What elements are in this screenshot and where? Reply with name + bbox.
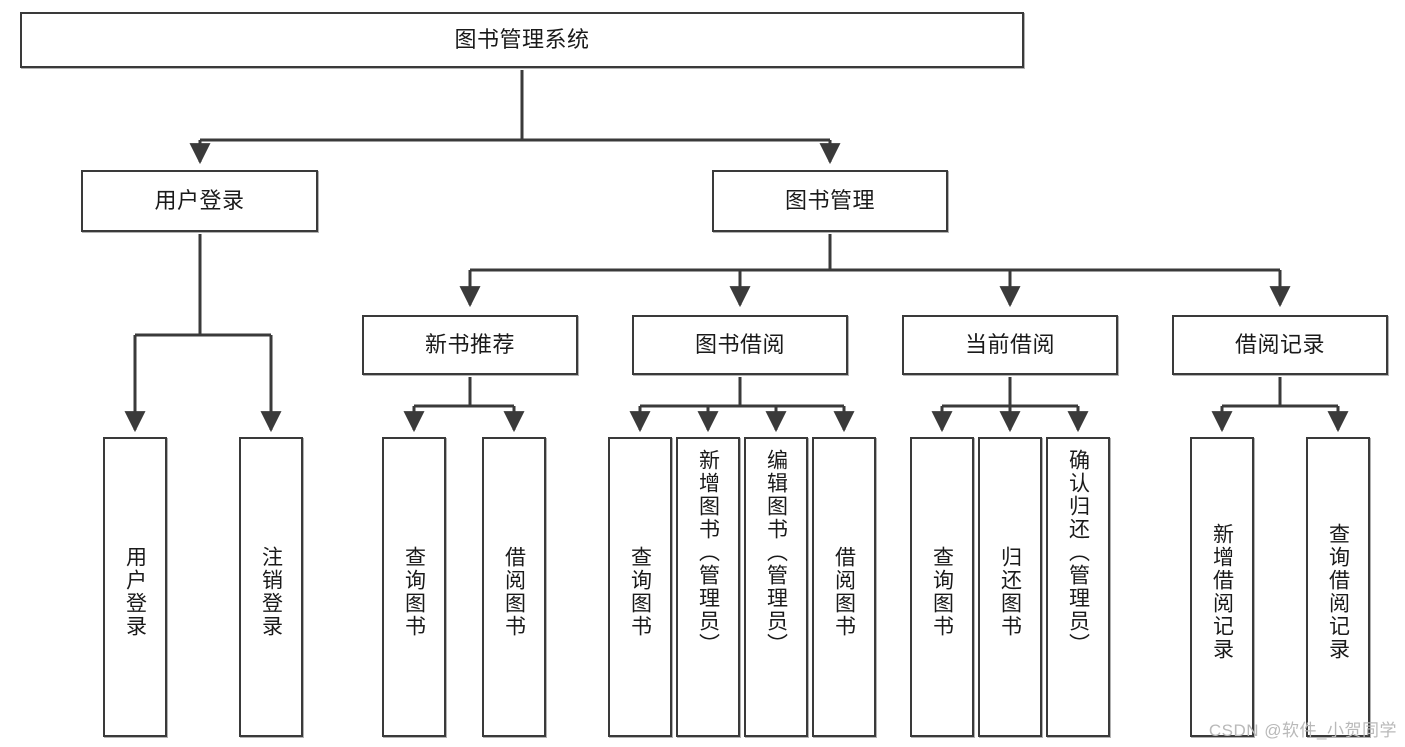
leaf-current-borrow-confirm-return-admin[interactable]: 确认归还（管理员） xyxy=(1046,437,1110,737)
node-label: 图书管理 xyxy=(784,187,875,213)
node-label: 编辑图书（管理员） xyxy=(764,449,788,656)
leaf-user-login-login[interactable]: 用户登录 xyxy=(103,437,167,737)
node-current-borrow[interactable]: 当前借阅 xyxy=(902,315,1118,375)
node-label: 图书借阅 xyxy=(694,331,785,357)
node-label: 图书管理系统 xyxy=(454,26,590,52)
node-user-login[interactable]: 用户登录 xyxy=(81,170,318,232)
watermark-text: CSDN @软件_小贺同学 xyxy=(1208,721,1397,740)
node-label: 查询借阅记录 xyxy=(1326,523,1350,661)
node-label: 当前借阅 xyxy=(964,331,1055,357)
node-label: 新书推荐 xyxy=(424,331,515,357)
node-label: 新增借阅记录 xyxy=(1210,523,1234,661)
node-label: 新增图书（管理员） xyxy=(696,449,720,656)
node-label: 查询图书 xyxy=(930,546,954,638)
node-label: 查询图书 xyxy=(402,546,426,638)
node-label: 确认归还（管理员） xyxy=(1066,449,1090,656)
leaf-book-borrow-edit-book-admin[interactable]: 编辑图书（管理员） xyxy=(744,437,808,737)
node-book-borrow[interactable]: 图书借阅 xyxy=(632,315,848,375)
node-new-book-recommend[interactable]: 新书推荐 xyxy=(362,315,578,375)
leaf-book-borrow-borrow-book[interactable]: 借阅图书 xyxy=(812,437,876,737)
node-root-book-management-system[interactable]: 图书管理系统 xyxy=(20,12,1024,68)
node-label: 注销登录 xyxy=(259,546,283,638)
node-label: 归还图书 xyxy=(998,546,1022,638)
node-label: 查询图书 xyxy=(628,546,652,638)
leaf-book-borrow-add-book-admin[interactable]: 新增图书（管理员） xyxy=(676,437,740,737)
leaf-book-borrow-query-book[interactable]: 查询图书 xyxy=(608,437,672,737)
leaf-new-book-borrow-book[interactable]: 借阅图书 xyxy=(482,437,546,737)
leaf-borrow-record-add-record[interactable]: 新增借阅记录 xyxy=(1190,437,1254,737)
node-label: 借阅图书 xyxy=(832,546,856,638)
node-label: 借阅图书 xyxy=(502,546,526,638)
leaf-current-borrow-return-book[interactable]: 归还图书 xyxy=(978,437,1042,737)
node-label: 借阅记录 xyxy=(1234,331,1325,357)
node-label: 用户登录 xyxy=(154,187,245,213)
leaf-borrow-record-query-record[interactable]: 查询借阅记录 xyxy=(1306,437,1370,737)
node-borrow-record[interactable]: 借阅记录 xyxy=(1172,315,1388,375)
leaf-user-login-logout[interactable]: 注销登录 xyxy=(239,437,303,737)
leaf-new-book-query-book[interactable]: 查询图书 xyxy=(382,437,446,737)
leaf-current-borrow-query-book[interactable]: 查询图书 xyxy=(910,437,974,737)
node-label: 用户登录 xyxy=(123,546,147,638)
node-book-management[interactable]: 图书管理 xyxy=(712,170,948,232)
